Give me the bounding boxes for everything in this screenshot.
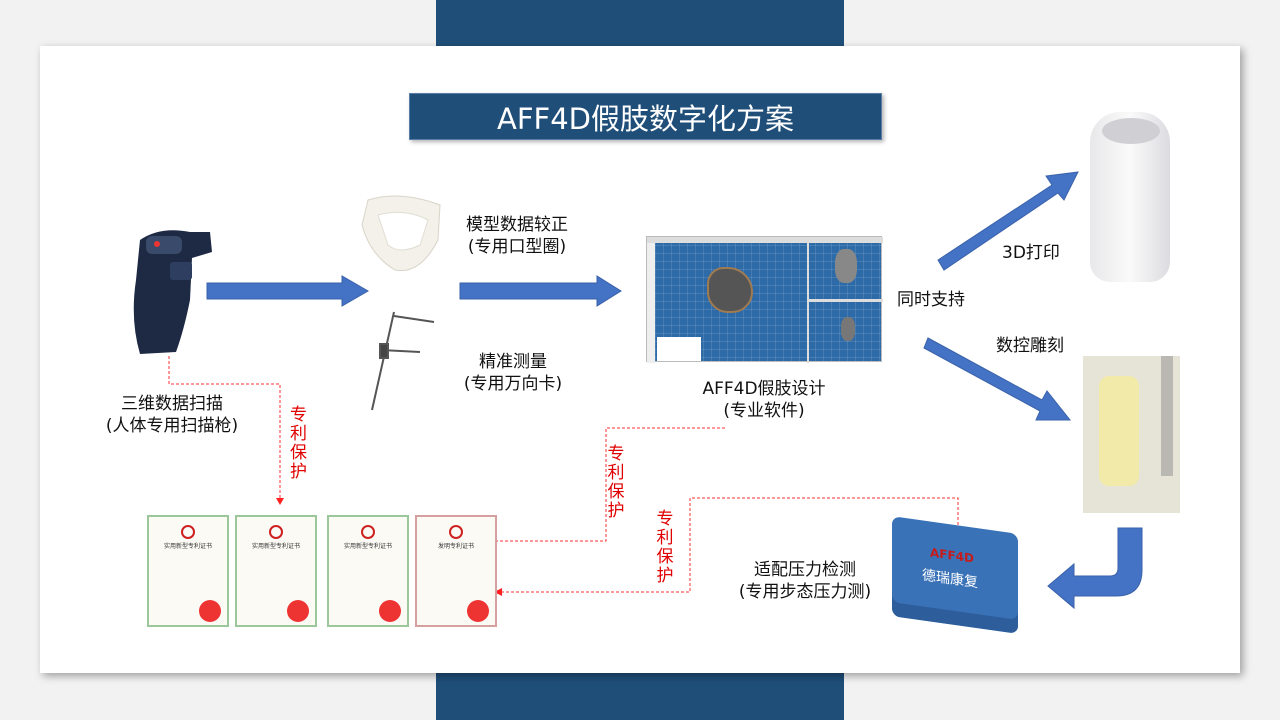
design-label: AFF4D假肢设计(专业软件) (684, 378, 844, 422)
scan-title: 三维数据扫描 (121, 394, 223, 414)
design-title: AFF4D假肢设计 (702, 379, 826, 399)
arrowhead-icon (276, 498, 284, 505)
arrow-scan-to-tools (206, 275, 370, 307)
certificate-title: 实用新型专利证书 (251, 543, 300, 550)
design-software-screenshot (646, 236, 883, 363)
scan-label: 三维数据扫描(人体专用扫描枪) (92, 393, 252, 437)
arrow-cnc-to-pressure (1047, 527, 1143, 610)
patent-protection-label: 专利保护 (607, 444, 625, 521)
calibrate-title: 模型数据较正 (466, 215, 568, 235)
pressure-device-image: AFF4D 德瑞康复 (892, 516, 1018, 634)
patent-protection-label: 专利保护 (656, 509, 674, 586)
calibrate-label: 模型数据较正(专用口型圈) (462, 214, 572, 258)
design-subtitle: (专业软件) (723, 401, 805, 421)
measure-subtitle: (专用万向卡) (463, 374, 563, 394)
certificate: 发明专利证书 (415, 515, 497, 627)
certificate-title: 实用新型专利证书 (343, 543, 392, 550)
3d-print-label: 3D打印 (1002, 243, 1060, 263)
patent-line-scanner (168, 356, 281, 500)
support-label: 同时支持 (897, 290, 965, 310)
slide-title: AFF4D假肢数字化方案 (409, 93, 882, 140)
patent-line-pressure (500, 497, 959, 593)
arrow-to-3d-print (937, 171, 1079, 271)
calibrate-subtitle: (专用口型圈) (467, 237, 567, 257)
cnc-label: 数控雕刻 (996, 336, 1064, 356)
certificate-title: 发明专利证书 (437, 543, 474, 550)
top-bar (436, 0, 844, 46)
pressure-title: 适配压力检测 (754, 560, 856, 580)
certificate: 实用新型专利证书 (327, 515, 409, 627)
socket-opening (1102, 118, 1160, 144)
measure-title: 精准测量 (479, 352, 547, 372)
measure-label: 精准测量(专用万向卡) (454, 351, 572, 395)
bottom-bar (436, 673, 844, 720)
patent-certificates: 实用新型专利证书 实用新型专利证书 实用新型专利证书 发明专利证书 (147, 515, 497, 627)
certificate-title: 实用新型专利证书 (163, 543, 212, 550)
pressure-label: 适配压力检测(专用步态压力测) (725, 559, 885, 603)
certificate: 实用新型专利证书 (235, 515, 317, 627)
arrowhead-icon (494, 588, 502, 596)
scan-subtitle: (人体专用扫描枪) (105, 416, 239, 436)
device-name: 德瑞康复 (922, 567, 978, 592)
cnc-carving-image (1083, 356, 1180, 513)
device-brand: AFF4D (930, 545, 974, 566)
patent-protection-label: 专利保护 (286, 405, 306, 481)
arrow-to-cnc (923, 337, 1072, 421)
patent-line-software (492, 427, 725, 542)
arrow-tools-to-software (459, 275, 622, 307)
pressure-subtitle: (专用步态压力测) (738, 582, 872, 602)
certificate: 实用新型专利证书 (147, 515, 229, 627)
